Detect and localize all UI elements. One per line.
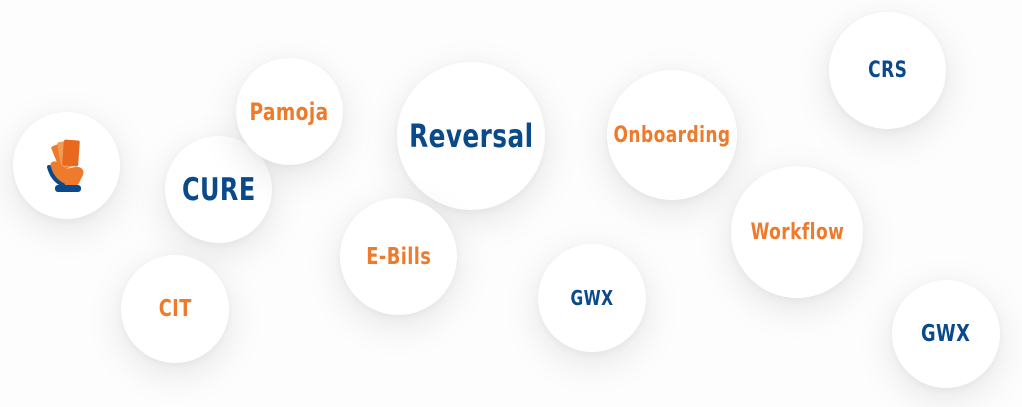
brand-logo-icon [45,137,89,195]
workflow-label: Workflow [750,219,844,245]
onboarding-label: Onboarding [613,122,731,148]
gwx-label: GWX [570,286,614,310]
onboarding-bubble[interactable]: Onboarding [607,70,737,200]
cit-bubble[interactable]: CIT [121,255,229,363]
reversal-bubble[interactable]: Reversal [397,62,545,210]
crs-bubble[interactable]: CRS [829,12,946,129]
workflow-bubble[interactable]: Workflow [731,166,863,298]
cure-label: CURE [181,171,256,208]
pamoja-label: Pamoja [249,97,330,126]
e-bills-bubble[interactable]: E-Bills [340,198,457,315]
crs-label: CRS [867,58,908,83]
gwx-label-secondary: GWX [921,321,971,347]
pamoja-bubble[interactable]: Pamoja [236,58,343,165]
logo-bubble[interactable] [13,112,120,219]
gwx-bubble[interactable]: GWX [538,244,646,352]
reversal-label: Reversal [408,117,534,155]
cure-bubble[interactable]: CURE [165,136,272,243]
e-bills-label: E-Bills [365,243,431,270]
gwx-bubble-secondary[interactable]: GWX [892,280,1000,388]
cit-label: CIT [158,296,192,322]
